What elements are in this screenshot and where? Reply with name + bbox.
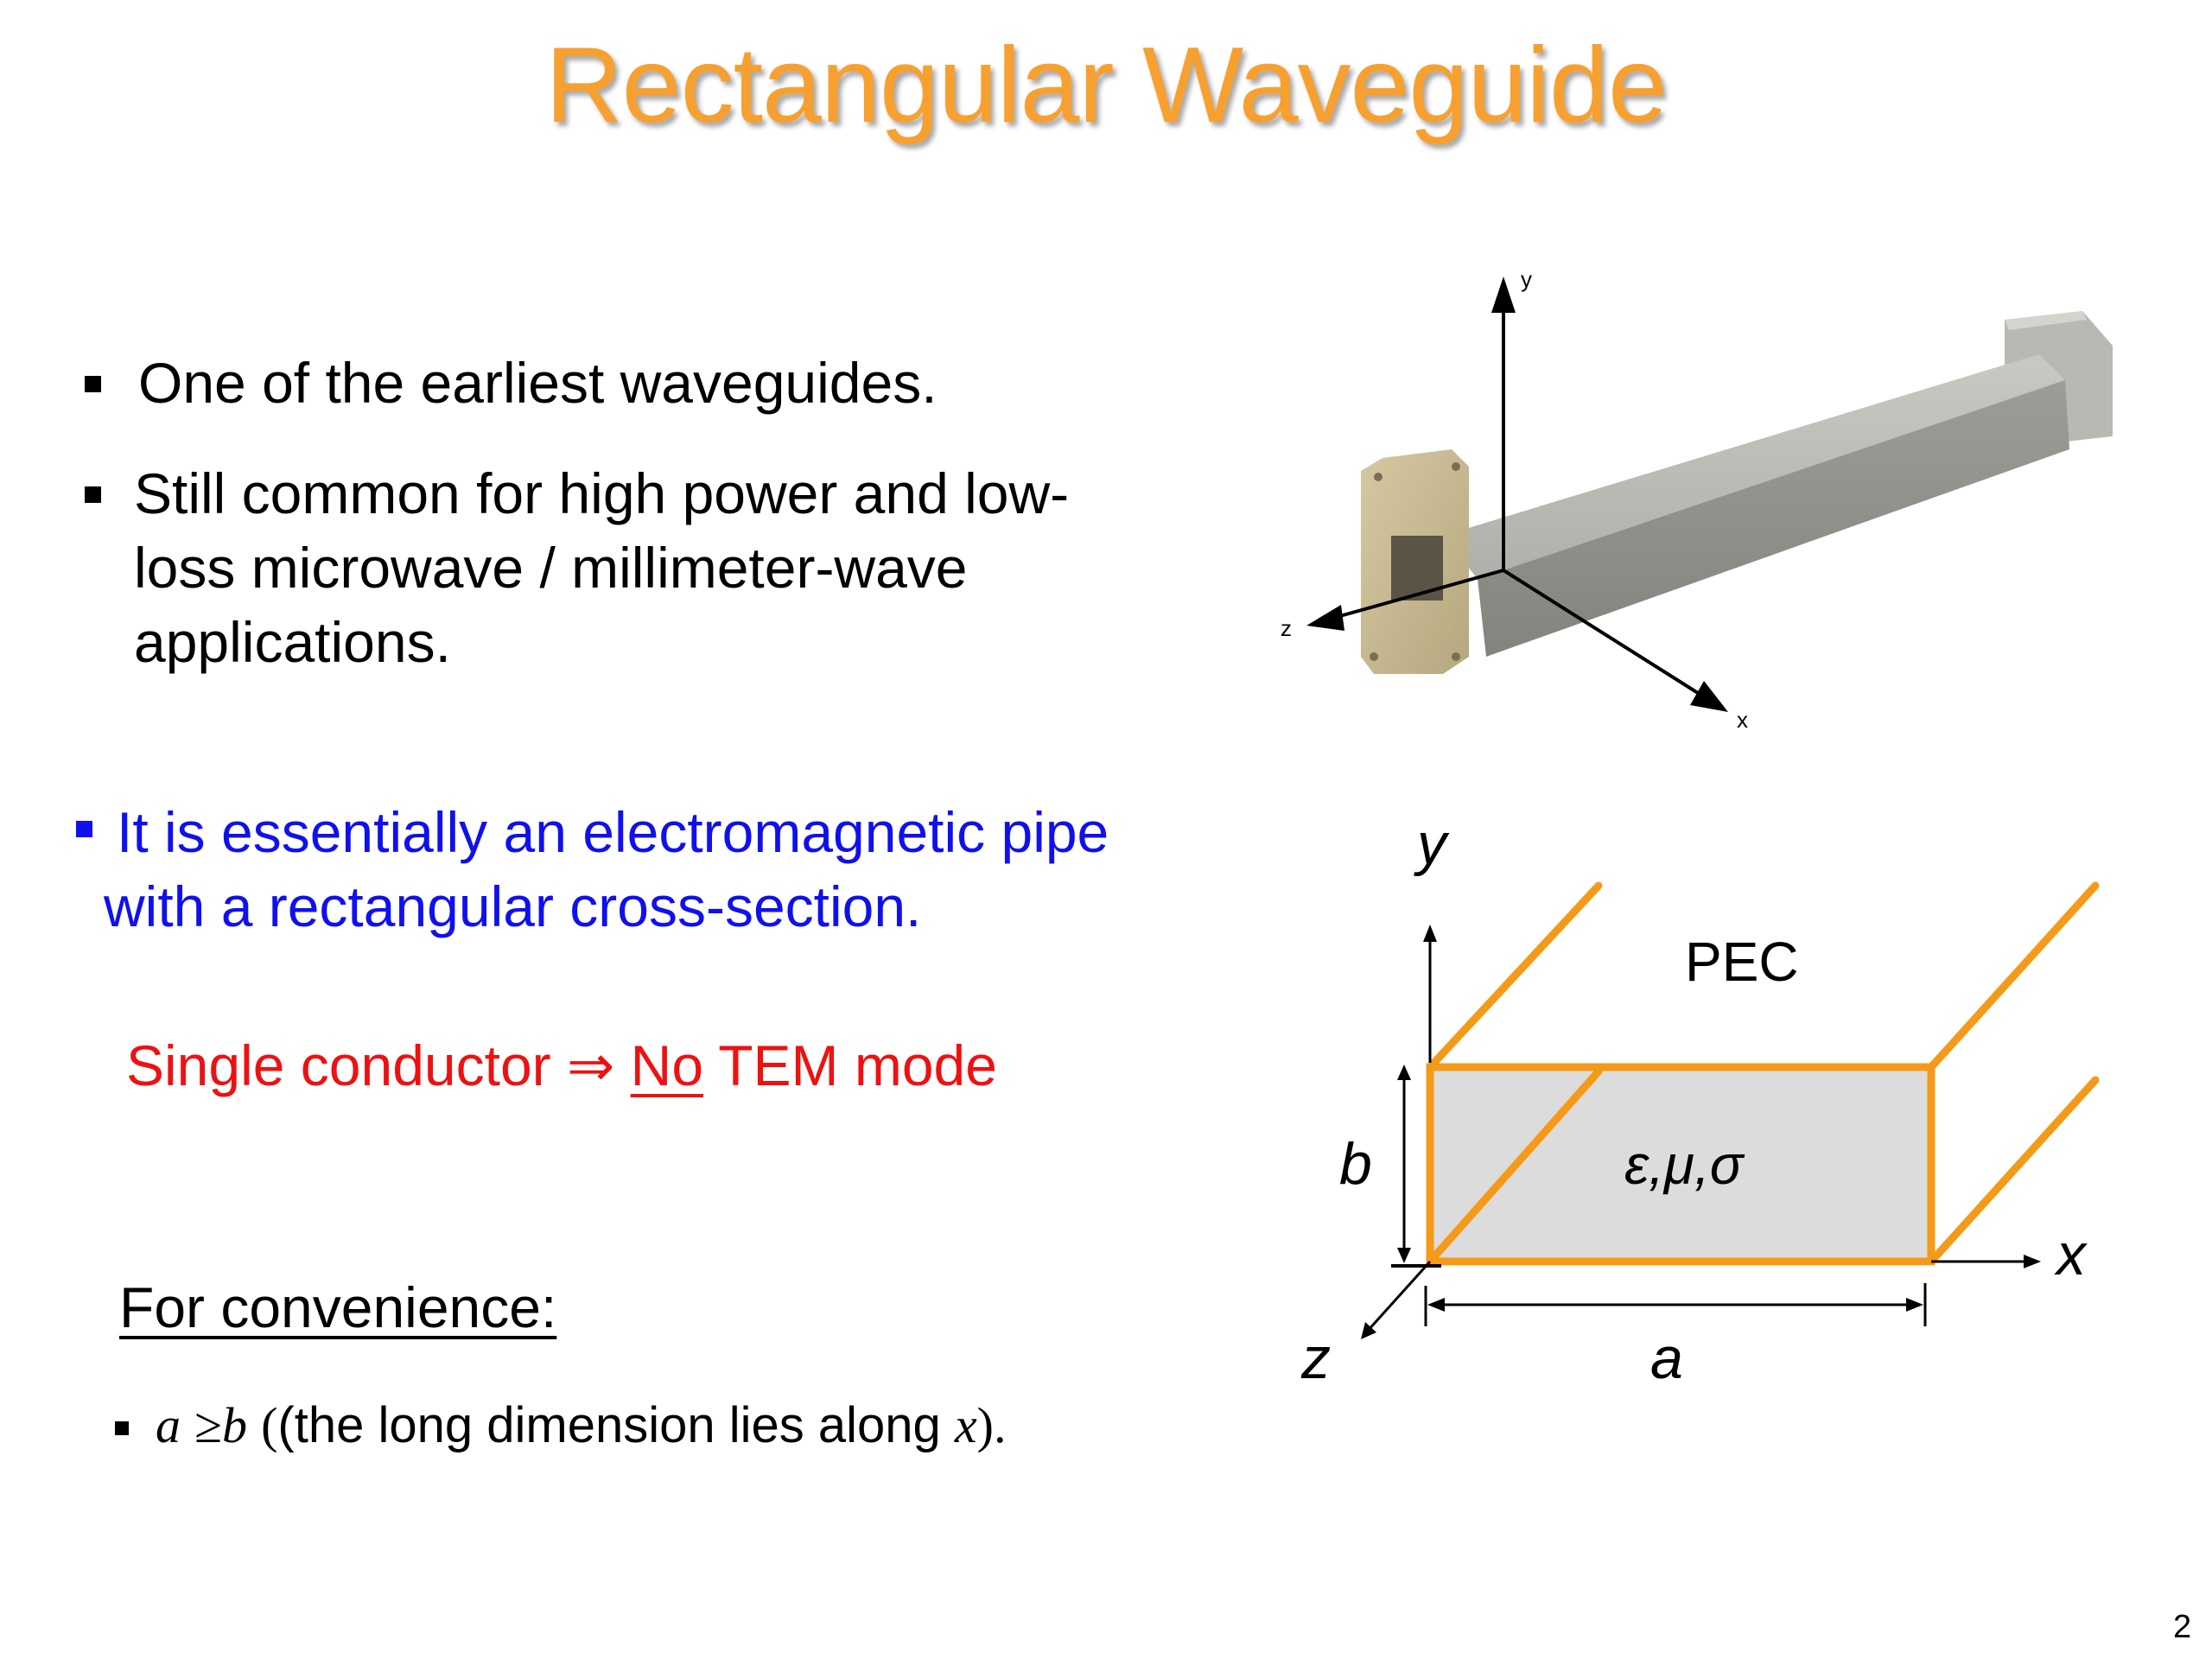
x-arrowhead [1690, 681, 1728, 712]
var-x: x [954, 1397, 977, 1453]
bullet-line: Still common for high power and low- [134, 461, 1070, 525]
red-no: No [630, 1033, 704, 1097]
waveguide-schematic: y x z PEC b a ε,μ,σ [1300, 821, 2100, 1391]
geq-symbol: ≥ [194, 1397, 222, 1453]
waveguide-body-side [1478, 380, 2069, 657]
bullet-marker-blue [76, 821, 92, 837]
bullet-line: applications. [134, 610, 451, 674]
bullet-earliest: One of the earliest waveguides. [138, 351, 938, 415]
schematic-axis-z: z [1300, 1325, 1331, 1391]
photo-axis-z: z [1281, 615, 1292, 641]
convenience-bullet: a ≥b ((the long dimension lies along x). [156, 1397, 1007, 1453]
bullet-text: (the long dimension lies along [277, 1397, 941, 1453]
bullet-still-common: Still common for high power and low- los… [134, 456, 1069, 679]
convenience-heading: For convenience: [119, 1275, 557, 1339]
var-b: b [221, 1397, 247, 1453]
y-arrowhead [1491, 276, 1516, 313]
red-pre: Single conductor [126, 1033, 551, 1097]
implies-arrow: ⇒ [567, 1033, 615, 1097]
waveguide-photo: y z x [1281, 266, 2113, 733]
slide-title: Rectangular Waveguide [545, 26, 1668, 145]
dimension-a-label: a [1650, 1325, 1683, 1391]
blue-line: with a rectangular cross-section. [104, 874, 922, 938]
bullet-marker [85, 376, 101, 392]
bullet-marker [85, 486, 101, 503]
red-post: TEM mode [718, 1033, 997, 1097]
photo-axis-x: x [1737, 707, 1748, 733]
waveguide-body-top [1443, 354, 2065, 579]
material-label: ε,μ,σ [1624, 1134, 1745, 1196]
blue-bullet: It is essentially an electromagnetic pip… [104, 795, 1109, 944]
pec-walls [1426, 881, 2100, 1266]
blue-line: It is essentially an electromagnetic pip… [117, 800, 1109, 864]
dimension-b-label: b [1339, 1131, 1372, 1197]
z-arrowhead [1306, 605, 1344, 631]
photo-axis-y: y [1521, 266, 1532, 292]
red-statement: Single conductor ⇒ No TEM mode [126, 1028, 997, 1103]
schematic-axis-y: y [1414, 821, 1450, 877]
pec-label: PEC [1685, 931, 1799, 993]
bullet-end: ). [976, 1397, 1007, 1453]
page-number: 2 [2173, 1609, 2192, 1645]
bullet-line: loss microwave / millimeter-wave [134, 536, 968, 600]
schematic-axis-x: x [2054, 1222, 2088, 1287]
var-a: a [156, 1397, 181, 1453]
bullet-marker [115, 1421, 129, 1435]
